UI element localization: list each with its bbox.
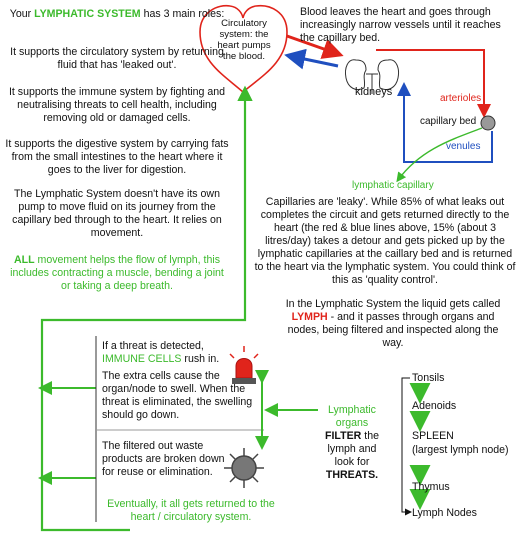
role-immune: It supports the immune system by fightin… [8, 86, 226, 124]
lymph-return-line [40, 85, 253, 532]
organ-spleen: SPLEEN [412, 430, 454, 442]
heart-label: Circulatory system: the heart pumps the … [217, 18, 271, 62]
organs-label: Lymphatic organs FILTER the lymph and lo… [325, 404, 379, 481]
artery-line [286, 34, 344, 59]
movement-text: ALL movement helps the flow of lymph, th… [10, 254, 224, 292]
kidneys-icon [345, 59, 399, 94]
arterioles-label: arterioles [440, 93, 482, 104]
organ-spleen-note: (largest lymph node) [412, 444, 509, 456]
capillary-bed-label: capillary bed [420, 116, 477, 127]
virus-icon [224, 448, 264, 488]
arteriole-line [376, 49, 491, 118]
waste-text: The filtered out waste products are brok… [102, 440, 225, 478]
role-digestive: It supports the digestive system by carr… [5, 138, 229, 176]
blood-text: Blood leaves the heart and goes through … [300, 6, 501, 44]
lymphatic-capillary-line [396, 127, 483, 183]
lymph-text: In the Lymphatic System the liquid gets … [285, 298, 501, 349]
venule-line [397, 82, 493, 163]
role-circulatory: It supports the circulatory system by re… [10, 46, 224, 71]
organ-tonsils: Tonsils [412, 372, 445, 384]
swell-text: The extra cells cause the organ/node to … [102, 370, 253, 421]
organ-adenoids: Adenoids [412, 400, 457, 412]
vein-line [284, 48, 339, 70]
lymphatic-capillary-label: lymphatic capillary [352, 180, 434, 191]
returned-text: Eventually, it all gets returned to the … [107, 498, 275, 523]
organ-lymph-nodes: Lymph Nodes [412, 507, 477, 519]
capillary-bed-icon [480, 115, 496, 131]
venules-label: venules [446, 141, 481, 152]
capillaries-text: Capillaries are 'leaky'. While 85% of wh… [254, 196, 516, 286]
pump-text: The Lymphatic System doesn't have its ow… [12, 188, 222, 239]
organ-thymus: Thymus [412, 481, 450, 493]
threat-detected-text: If a threat is detected, IMMUNE CELLS ru… [102, 340, 220, 365]
siren-icon [229, 346, 259, 384]
heart-outline-icon [199, 4, 288, 94]
kidneys-label: kidneys [355, 86, 393, 98]
organs-bracket [401, 377, 412, 516]
intro-title: Your LYMPHATIC SYSTEM has 3 main roles: [9, 8, 225, 20]
